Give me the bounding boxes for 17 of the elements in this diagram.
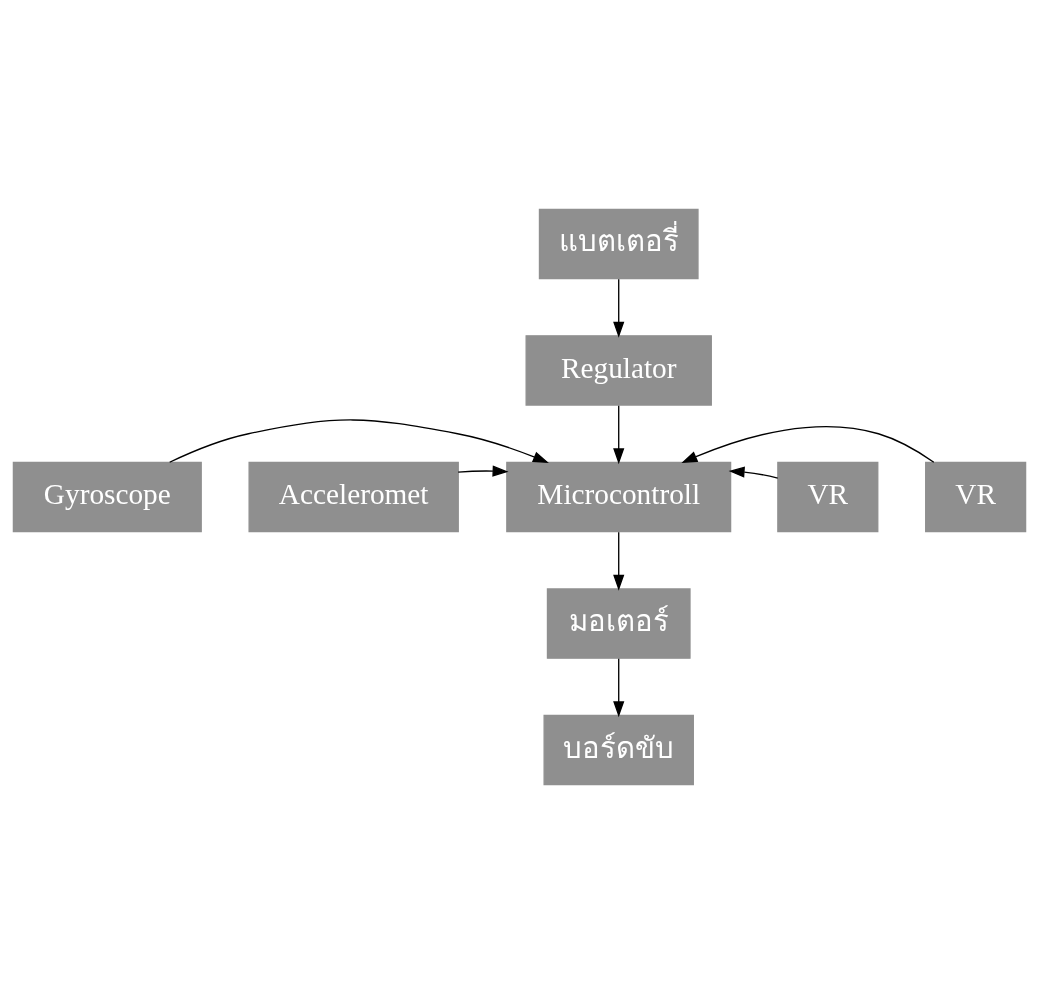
arrow [613,658,625,718]
arrow [728,466,779,479]
arrow [613,405,625,465]
node-box: แบตเตอรี่ [538,208,699,280]
node-box: มอเตอร์ [546,588,691,659]
arrow [169,419,549,463]
arrow [457,465,509,477]
node-box: Gyroscope [12,461,202,533]
node-box: Microcontroll [506,461,732,533]
node-box: บอร์ดขับ [543,714,694,786]
arrow [681,426,935,464]
node-box: VR [925,461,1027,533]
node-box: VR [777,461,879,533]
arrow [613,531,625,591]
node-box: Regulator [525,335,712,406]
arrow [613,278,625,338]
node-box: Acceleromet [248,461,459,533]
